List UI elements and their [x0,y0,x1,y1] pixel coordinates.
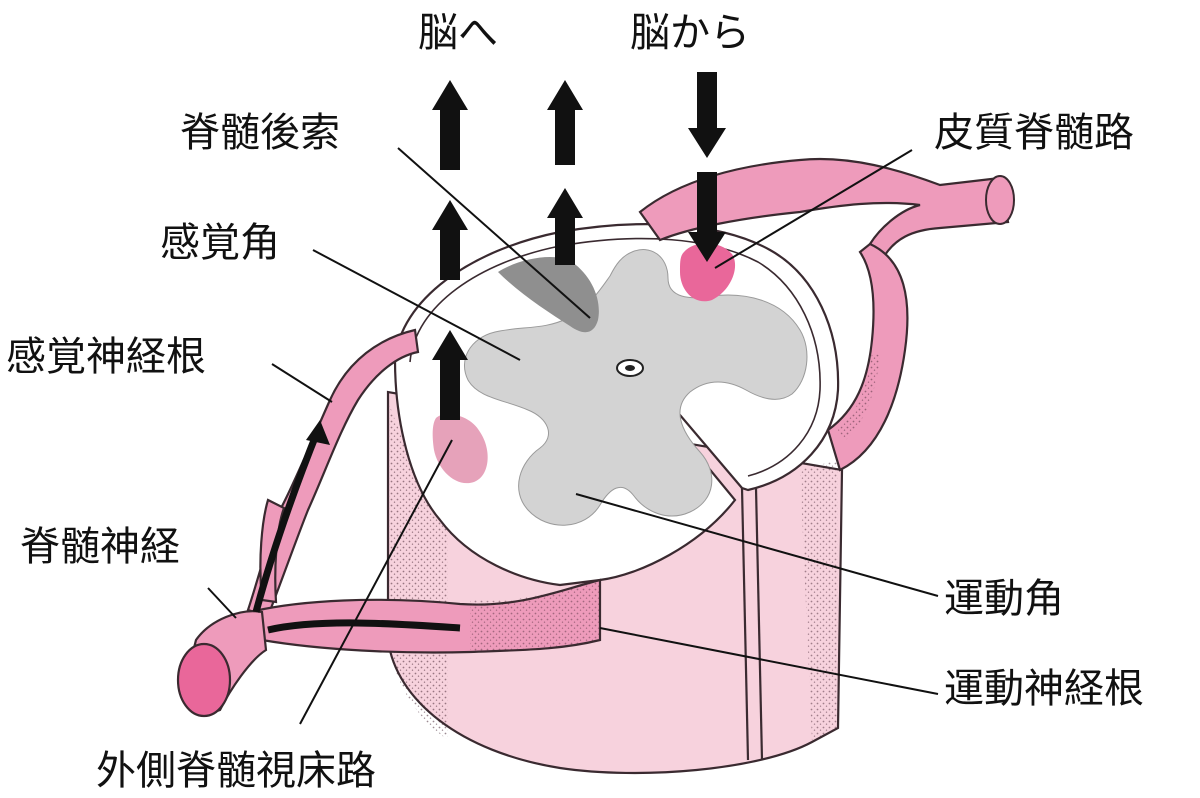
label-corticospinal-tract: 皮質脊髄路 [934,110,1134,156]
label-from-brain: 脳から [630,10,750,56]
descending-arrows [688,72,726,262]
spinal-nerve-cut-end [178,644,230,716]
arrow-up-icon [432,80,468,170]
label-dorsal-column: 脊髄後索 [180,110,340,156]
label-sensory-horn: 感覚角 [160,220,280,266]
label-spinothalamic-tract: 外側脊髄視床路 [96,748,376,794]
arrow-down-icon [688,72,726,158]
arrow-up-icon [547,80,583,165]
label-to-brain: 脳へ [418,10,498,56]
label-motor-root: 運動神経根 [944,666,1144,712]
right-ventral-root [828,244,907,470]
label-motor-horn: 運動角 [944,576,1064,622]
label-spinal-nerve: 脊髄神経 [20,524,180,570]
label-sensory-root: 感覚神経根 [6,334,206,380]
